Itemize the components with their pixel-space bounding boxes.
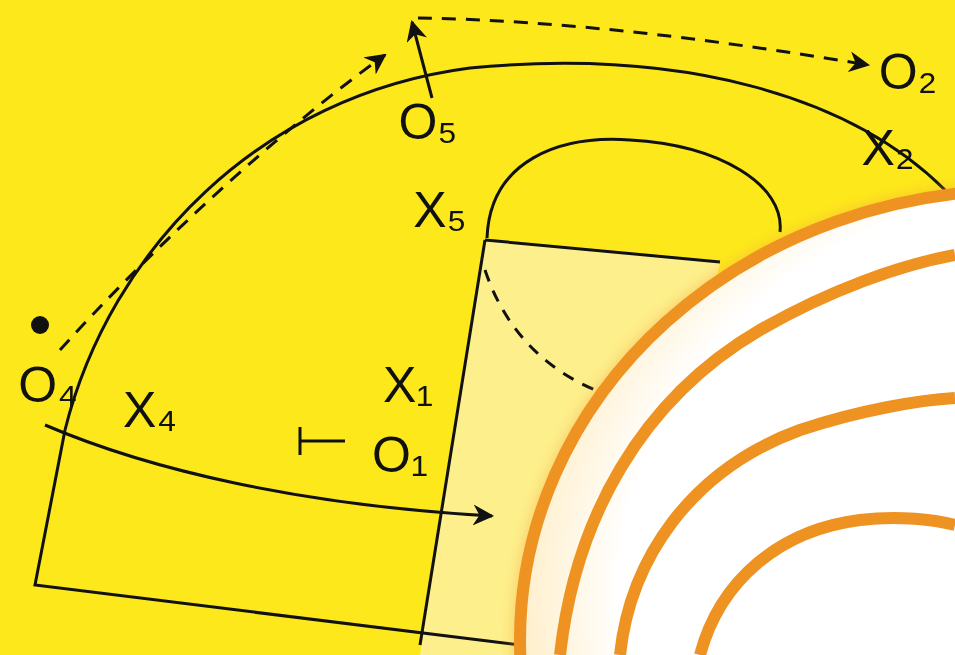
player-marker: X₂: [862, 123, 915, 173]
player-marker: X₄: [123, 385, 177, 435]
player-marker: X₁: [383, 360, 433, 410]
player-marker: O₄: [18, 360, 77, 410]
cut-line: [45, 22, 492, 516]
player-marker: X₅: [413, 185, 467, 235]
basketball: [515, 185, 955, 655]
screen-symbol: [300, 427, 345, 455]
player-marker: O₁: [372, 430, 428, 480]
player-marker: O₂: [879, 47, 937, 97]
player-marker: O₅: [398, 97, 457, 147]
ball-dot: [31, 316, 49, 334]
